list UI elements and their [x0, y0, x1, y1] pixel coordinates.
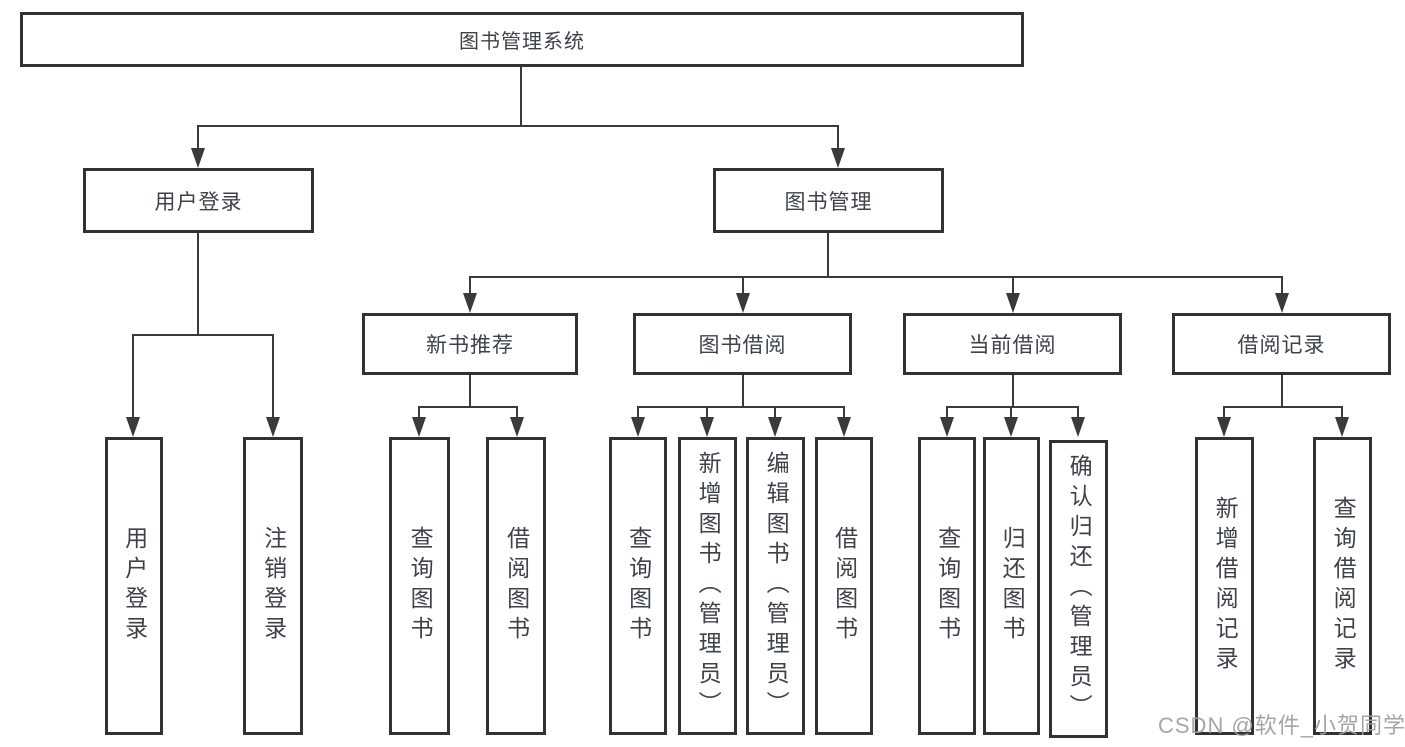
arrow-down-icon — [1006, 293, 1020, 313]
connector-line-vertical — [197, 233, 199, 335]
connector-line-vertical — [132, 334, 134, 420]
connector-line-vertical — [637, 406, 639, 420]
connector-line-horizontal — [637, 406, 845, 408]
leaf-borrow-books: 借阅图书 — [486, 437, 546, 735]
connector-line-vertical — [1281, 375, 1283, 408]
arrow-down-icon — [1217, 417, 1231, 437]
connector-line-vertical — [1010, 406, 1012, 420]
connector-line-vertical — [197, 125, 199, 150]
leaf-query-borrow-record: 查询借阅记录 — [1313, 437, 1372, 735]
leaf-edit-books-admin: 编辑图书（管理员） — [746, 437, 805, 735]
leaf-label: 确认归还（管理员） — [1066, 454, 1093, 724]
node-book-borrowing: 图书借阅 — [633, 313, 852, 375]
connector-line-vertical — [272, 334, 274, 420]
connector-line-vertical — [827, 233, 829, 278]
leaf-label: 借阅图书 — [503, 526, 530, 646]
node-library-management-system: 图书管理系统 — [20, 12, 1024, 67]
connector-line-horizontal — [197, 125, 839, 127]
leaf-return-books: 归还图书 — [983, 437, 1040, 735]
arrow-down-icon — [126, 417, 140, 437]
leaf-query-books: 查询图书 — [609, 437, 667, 735]
connector-line-vertical — [418, 406, 420, 420]
connector-line-vertical — [1077, 406, 1079, 420]
leaf-label: 借阅图书 — [831, 526, 858, 646]
leaf-label: 查询图书 — [625, 526, 652, 646]
leaf-label: 查询图书 — [407, 526, 434, 646]
arrow-down-icon — [1004, 417, 1018, 437]
leaf-borrow-books: 借阅图书 — [815, 437, 873, 735]
connector-line-vertical — [837, 125, 839, 150]
arrow-down-icon — [768, 417, 782, 437]
leaf-query-books: 查询图书 — [389, 437, 450, 735]
connector-line-vertical — [742, 276, 744, 295]
leaf-add-books-admin: 新增图书（管理员） — [678, 437, 737, 735]
arrow-down-icon — [831, 148, 845, 168]
connector-line-vertical — [516, 406, 518, 420]
leaf-add-borrow-record: 新增借阅记录 — [1195, 437, 1254, 735]
arrow-down-icon — [1335, 417, 1349, 437]
arrow-down-icon — [412, 417, 426, 437]
leaf-user-login: 用户登录 — [105, 437, 163, 735]
leaf-label: 新增图书（管理员） — [695, 451, 722, 721]
connector-line-vertical — [1223, 406, 1225, 420]
arrow-down-icon — [1071, 417, 1085, 437]
arrow-down-icon — [700, 417, 714, 437]
arrow-down-icon — [463, 293, 477, 313]
arrow-down-icon — [736, 293, 750, 313]
leaf-label: 查询图书 — [934, 526, 961, 646]
leaf-label: 新增借阅记录 — [1212, 496, 1239, 676]
connector-line-vertical — [1341, 406, 1343, 420]
leaf-label: 归还图书 — [999, 526, 1026, 646]
leaf-confirm-return-admin: 确认归还（管理员） — [1049, 440, 1108, 738]
leaf-query-books: 查询图书 — [918, 437, 976, 735]
leaf-label: 编辑图书（管理员） — [763, 451, 790, 721]
leaf-logout: 注销登录 — [243, 437, 303, 735]
connector-line-vertical — [1012, 276, 1014, 295]
connector-line-vertical — [520, 67, 522, 126]
connector-line-horizontal — [132, 334, 274, 336]
arrow-down-icon — [837, 417, 851, 437]
connector-line-vertical — [469, 276, 471, 295]
connector-line-vertical — [742, 375, 744, 408]
arrow-down-icon — [631, 417, 645, 437]
arrow-down-icon — [191, 148, 205, 168]
leaf-label: 注销登录 — [260, 526, 287, 646]
connector-line-vertical — [469, 375, 471, 408]
connector-line-vertical — [1281, 276, 1283, 295]
connector-line-vertical — [843, 406, 845, 420]
leaf-label: 查询借阅记录 — [1330, 496, 1357, 676]
arrow-down-icon — [1275, 293, 1289, 313]
connector-line-horizontal — [946, 406, 1079, 408]
connector-line-horizontal — [469, 276, 1283, 278]
arrow-down-icon — [266, 417, 280, 437]
node-book-management: 图书管理 — [713, 168, 944, 233]
connector-line-horizontal — [1223, 406, 1343, 408]
leaf-label: 用户登录 — [121, 526, 148, 646]
node-new-book-recommendation: 新书推荐 — [362, 313, 578, 375]
arrow-down-icon — [510, 417, 524, 437]
connector-line-horizontal — [418, 406, 518, 408]
connector-line-vertical — [774, 406, 776, 420]
node-user-login: 用户登录 — [83, 168, 314, 233]
connector-line-vertical — [1012, 375, 1014, 408]
watermark-text: CSDN @软件_小贺同学 — [1158, 713, 1405, 738]
connector-line-vertical — [706, 406, 708, 420]
node-borrowing-records: 借阅记录 — [1172, 313, 1391, 375]
arrow-down-icon — [940, 417, 954, 437]
connector-line-vertical — [946, 406, 948, 420]
node-current-borrowing: 当前借阅 — [903, 313, 1122, 375]
